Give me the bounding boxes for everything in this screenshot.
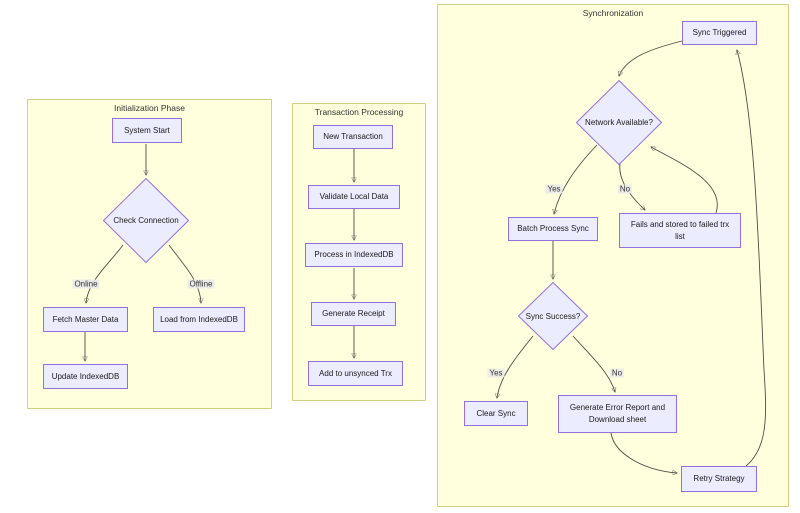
node-fetch-master-data-label: Fetch Master Data [52,314,119,324]
edge-errorreport-retry [610,432,677,473]
node-check-connection: Check Connection [103,178,189,263]
node-add-to-unsynced-trx-label: Add to unsynced Trx [319,368,392,378]
edge-label-network-no: No [617,184,633,194]
node-fails-stored-label: Fails and stored to failed trx list [630,219,730,241]
node-batch-process-sync-label: Batch Process Sync [517,224,589,233]
node-generate-receipt: Generate Receipt [311,302,396,326]
node-sync-triggered: Sync Triggered [682,21,757,45]
node-generate-error-report-label: Generate Error Report and Download sheet [569,403,666,424]
diamond-shape [103,178,189,263]
subgraph-title-synchronization: Synchronization [582,8,644,18]
node-process-in-indexeddb-label: Process in IndexedDB [314,250,394,259]
node-validate-local-data: Validate Local Data [308,185,400,209]
edge-label-success-yes: Yes [487,368,505,378]
node-update-indexeddb: Update IndexedDB [43,364,128,389]
edge-network-batch-yes [554,144,598,214]
node-batch-process-sync: Batch Process Sync [508,217,598,241]
edge-label-offline: Offline [187,279,215,289]
edge-fails-network-loop [651,147,718,214]
node-sync-success-label: Sync Success? [525,311,581,321]
node-sync-success: Sync Success? [518,282,588,350]
node-fetch-master-data: Fetch Master Data [43,307,128,332]
edge-label-success-no: No [609,368,625,378]
edge-syncsuccess-clearsync-yes [497,335,534,398]
diamond-shape [576,80,662,165]
edge-checkconnection-loadindexeddb [168,244,201,303]
node-sync-triggered-label: Sync Triggered [692,28,747,37]
node-network-available-label: Network Available? [585,118,653,127]
edge-syncsuccess-errorreport-no [572,335,615,392]
node-clear-sync: Clear Sync [464,401,528,426]
subgraph-title-initialization: Initialization Phase [114,103,185,113]
edge-checkconnection-fetchmaster [86,244,124,303]
node-new-transaction: New Transaction [313,125,393,149]
node-check-connection-label: Check Connection [113,216,179,225]
edge-label-online: Online [72,279,100,289]
edge-retry-synctriggered [737,50,767,467]
node-system-start: System Start [112,118,182,143]
node-new-transaction-label: New Transaction [323,132,383,141]
node-generate-receipt-label: Generate Receipt [322,309,385,318]
diamond-shape [518,282,588,350]
node-validate-local-data-label: Validate Local Data [319,192,389,201]
node-load-from-indexeddb-label: Load from IndexedDB [160,314,238,324]
node-clear-sync-label: Clear Sync [476,408,516,418]
node-network-available: Network Available? [576,80,662,165]
node-retry-strategy-label: Retry Strategy [693,474,745,483]
node-add-to-unsynced-trx: Add to unsynced Trx [308,361,403,386]
node-process-in-indexeddb: Process in IndexedDB [305,243,403,267]
node-load-from-indexeddb: Load from IndexedDB [153,307,245,332]
node-generate-error-report: Generate Error Report and Download sheet [558,395,677,433]
node-system-start-label: System Start [124,125,170,135]
node-update-indexeddb-label: Update IndexedDB [51,371,120,381]
edge-label-network-yes: Yes [545,184,563,194]
node-retry-strategy: Retry Strategy [681,466,757,492]
subgraph-title-transaction: Transaction Processing [314,107,404,117]
node-fails-stored: Fails and stored to failed trx list [619,213,741,248]
edge-synctriggered-network [619,40,683,76]
